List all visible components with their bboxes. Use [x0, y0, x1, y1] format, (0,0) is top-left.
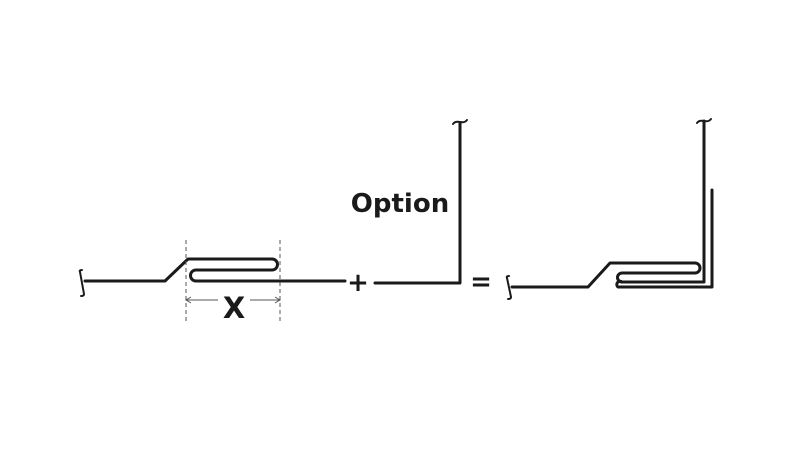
break-mark-left — [78, 269, 85, 297]
break-mark-result-top — [696, 118, 712, 124]
folded-sheet-result — [510, 119, 706, 289]
option-piece — [373, 121, 462, 285]
break-mark-option — [452, 119, 468, 125]
equals-sign: = — [470, 267, 492, 297]
folded-sheet-left — [83, 257, 347, 283]
option-label: Option — [351, 189, 449, 219]
dimension-arrow-left — [185, 296, 192, 304]
dimension-label: X — [223, 291, 245, 325]
plus-sign: + — [347, 268, 369, 298]
dimension-arrow-right — [274, 296, 281, 304]
option-wrap-result — [615, 188, 714, 289]
break-mark-result-left — [505, 275, 512, 300]
